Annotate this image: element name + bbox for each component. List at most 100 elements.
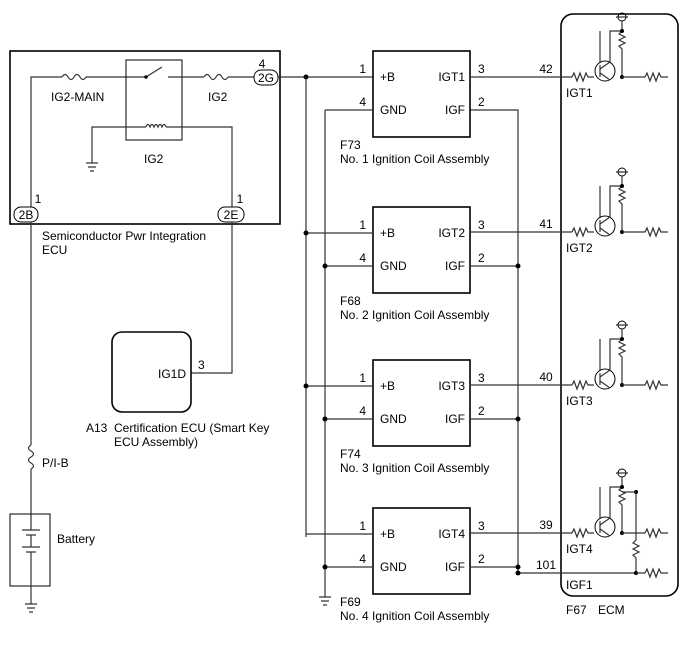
coil-terminal-igt: IGT1: [438, 70, 465, 84]
coil-name: No. 3 Ignition Coil Assembly: [340, 461, 489, 475]
pwr-ecu-name-line1: Semiconductor Pwr Integration: [42, 229, 206, 243]
output-resistor: [622, 527, 668, 539]
cert-ecu-name-line1: Certification ECU (Smart Key: [114, 421, 269, 435]
gnd-junction: [322, 416, 328, 422]
ecm-box: [560, 13, 679, 597]
connector-2e-label: 2E: [224, 208, 239, 222]
cert-ecu-id: A13: [86, 421, 108, 435]
ecm-pin-number: 101: [536, 558, 556, 572]
ecm-pin-number: 39: [539, 518, 553, 532]
coil-terminal-gnd: GND: [380, 560, 407, 574]
coil-pin-gnd: 4: [359, 404, 366, 418]
fuse-p-i-b-label: P/I-B: [42, 456, 69, 470]
coil-pin-igf: 2: [478, 552, 485, 566]
coil-terminal-igt: IGT2: [438, 226, 465, 240]
output-resistor: [622, 379, 668, 391]
coil-terminal-igt: IGT3: [438, 379, 465, 393]
ecm-terminal-label: IGT4: [566, 542, 593, 556]
coil-terminal-gnd: GND: [380, 103, 407, 117]
coil-box: [372, 206, 471, 294]
coil-terminal-igf: IGF: [445, 560, 465, 574]
gnd-bus: [319, 110, 331, 606]
fuse-ig2-main: [61, 73, 87, 81]
transistor-symbol: [594, 60, 616, 82]
connector-2g-label: 2G: [258, 71, 274, 85]
connector-2b: [13, 206, 39, 223]
ground-symbol-battery: [25, 586, 37, 613]
coil-id: F69: [340, 595, 361, 609]
coil-pin-b: 1: [359, 519, 366, 533]
coil-pin-gnd: 4: [359, 251, 366, 265]
igf-pullup-resistor: [631, 492, 641, 573]
coil-terminal-igt: IGT4: [438, 527, 465, 541]
ecm-pin-number: 41: [539, 217, 553, 231]
ground-symbol-pwr: [86, 162, 98, 172]
coil-terminal-igf: IGF: [445, 103, 465, 117]
gnd-junction: [322, 564, 328, 570]
ecm-pin-number: 42: [539, 62, 553, 76]
coil-pin-igf: 2: [478, 95, 485, 109]
fuse-ig2-main-label: IG2-MAIN: [51, 90, 104, 104]
ecm-input-resistor: [571, 379, 594, 391]
pullup-resistor: [617, 338, 627, 385]
coil-terminal-plus-b: +B: [380, 70, 395, 84]
coil-id: F68: [340, 294, 361, 308]
output-resistor: [622, 226, 668, 238]
ecm-terminal-label: IGT1: [566, 86, 593, 100]
ecm-input-resistor: [571, 527, 594, 539]
cert-pin-number: 3: [198, 358, 205, 372]
coil-id: F74: [340, 447, 361, 461]
relay-coil: [145, 123, 167, 129]
coil-terminal-igf: IGF: [445, 259, 465, 273]
ecm-terminal-label: IGF1: [566, 578, 593, 592]
coil-pin-igt: 3: [478, 218, 485, 232]
ecm-pin-number: 40: [539, 370, 553, 384]
coil-name: No. 2 Ignition Coil Assembly: [340, 308, 489, 322]
pullup-resistor: [617, 486, 627, 533]
relay-switch: [145, 66, 163, 78]
connector-2e: [217, 206, 245, 223]
coil-terminal-gnd: GND: [380, 259, 407, 273]
coil-terminal-igf: IGF: [445, 412, 465, 426]
cert-terminal-ig1d: IG1D: [158, 367, 186, 381]
coil-pin-gnd: 4: [359, 95, 366, 109]
coil-pin-b: 1: [359, 62, 366, 76]
coil-pin-igf: 2: [478, 404, 485, 418]
pin-2g-number: 4: [259, 57, 266, 71]
coil-box: [372, 359, 471, 447]
plus-b-junction: [303, 383, 309, 389]
coil-pin-b: 1: [359, 218, 366, 232]
battery-box: [9, 513, 51, 587]
coil-box: [372, 507, 471, 595]
pwr-internal-wire-left: [30, 76, 62, 207]
coil-pin-b: 1: [359, 371, 366, 385]
pwr-ecu-box: [9, 50, 281, 225]
coil-terminal-plus-b: +B: [380, 226, 395, 240]
pin-2b-number: 1: [35, 192, 42, 206]
fuse-ig2: [203, 73, 229, 81]
fuse-ig2-label: IG2: [208, 90, 228, 104]
transistor-symbol: [594, 516, 616, 538]
coil-terminal-gnd: GND: [380, 412, 407, 426]
igf-junction: [515, 416, 521, 422]
pullup-resistor: [617, 30, 627, 77]
igf-bus: [470, 109, 519, 573]
certification-ecu-box: [111, 331, 192, 413]
ecm-name: ECM: [598, 603, 625, 617]
coil-box: [372, 50, 471, 138]
igf-junction: [515, 263, 521, 269]
pin-2e-number: 1: [237, 192, 244, 206]
battery-label: Battery: [57, 532, 95, 546]
cert-ecu-name-line2: ECU Assembly): [114, 435, 198, 449]
coil-terminal-plus-b: +B: [380, 527, 395, 541]
coil-pin-gnd: 4: [359, 552, 366, 566]
coil-pin-igf: 2: [478, 251, 485, 265]
